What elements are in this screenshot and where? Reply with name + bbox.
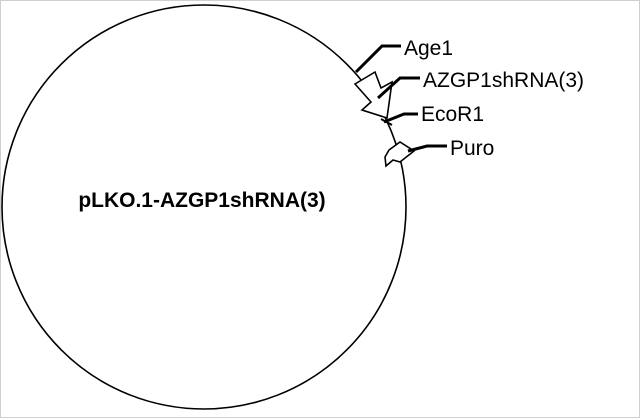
ecor1-leader-line xyxy=(383,112,418,124)
azgp1-shrna-feature-arrow xyxy=(353,70,394,120)
age1-leader-line xyxy=(354,44,401,74)
puro-feature-arrow xyxy=(384,141,416,168)
puro-leader-line xyxy=(407,144,447,153)
age1-label: Age1 xyxy=(404,37,453,60)
azgp1-shrna-leader-line xyxy=(376,76,420,100)
plasmid-backbone xyxy=(1,4,407,410)
ecor1-label: EcoR1 xyxy=(421,103,484,126)
azgp1-shrna-label: AZGP1shRNA(3) xyxy=(423,69,584,92)
puro-label: Puro xyxy=(450,137,494,160)
plasmid-name: pLKO.1-AZGP1shRNA(3) xyxy=(78,189,325,212)
